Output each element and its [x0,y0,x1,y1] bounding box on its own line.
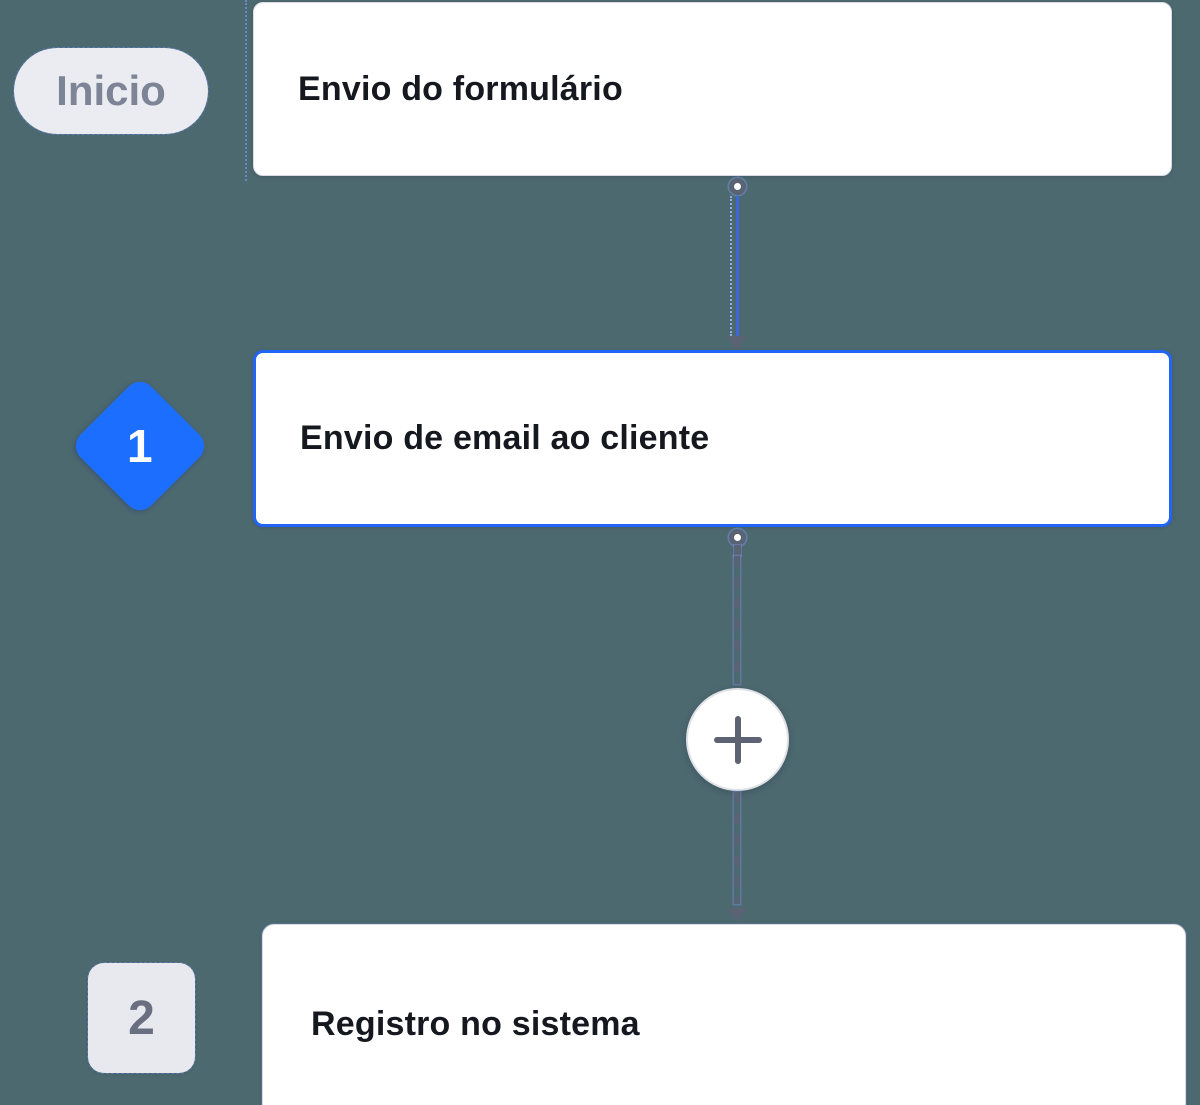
node-title: Envio de email ao cliente [300,419,710,457]
connector-dashed-line [734,792,740,904]
start-badge: Inicio [13,47,209,135]
connector-line [736,196,739,336]
node-card-step-1[interactable]: Envio de email ao cliente [253,350,1172,527]
step-2-number-badge: 2 [87,962,196,1074]
selection-guide-line [245,0,247,181]
start-badge-label: Inicio [56,67,166,114]
connector-dashed-line [734,556,740,684]
step-1-number: 1 [127,420,153,472]
node-title: Envio do formulário [298,69,623,108]
node-card-trigger[interactable]: Envio do formulário [253,2,1172,176]
step-1-number-badge: 1 [69,375,211,517]
connector-start-ring [729,529,746,546]
connector-selection-outline [730,196,732,336]
node-title: Registro no sistema [311,1004,640,1043]
node-card-step-2[interactable]: Registro no sistema [262,924,1186,1105]
connector-arrow-icon [727,908,747,922]
connector-start-ring [729,178,746,195]
connector-ring-tail [734,545,741,556]
step-2-number: 2 [128,991,155,1045]
connector-arrow-icon [727,336,747,350]
plus-icon [688,690,787,789]
add-step-button[interactable] [686,688,789,791]
